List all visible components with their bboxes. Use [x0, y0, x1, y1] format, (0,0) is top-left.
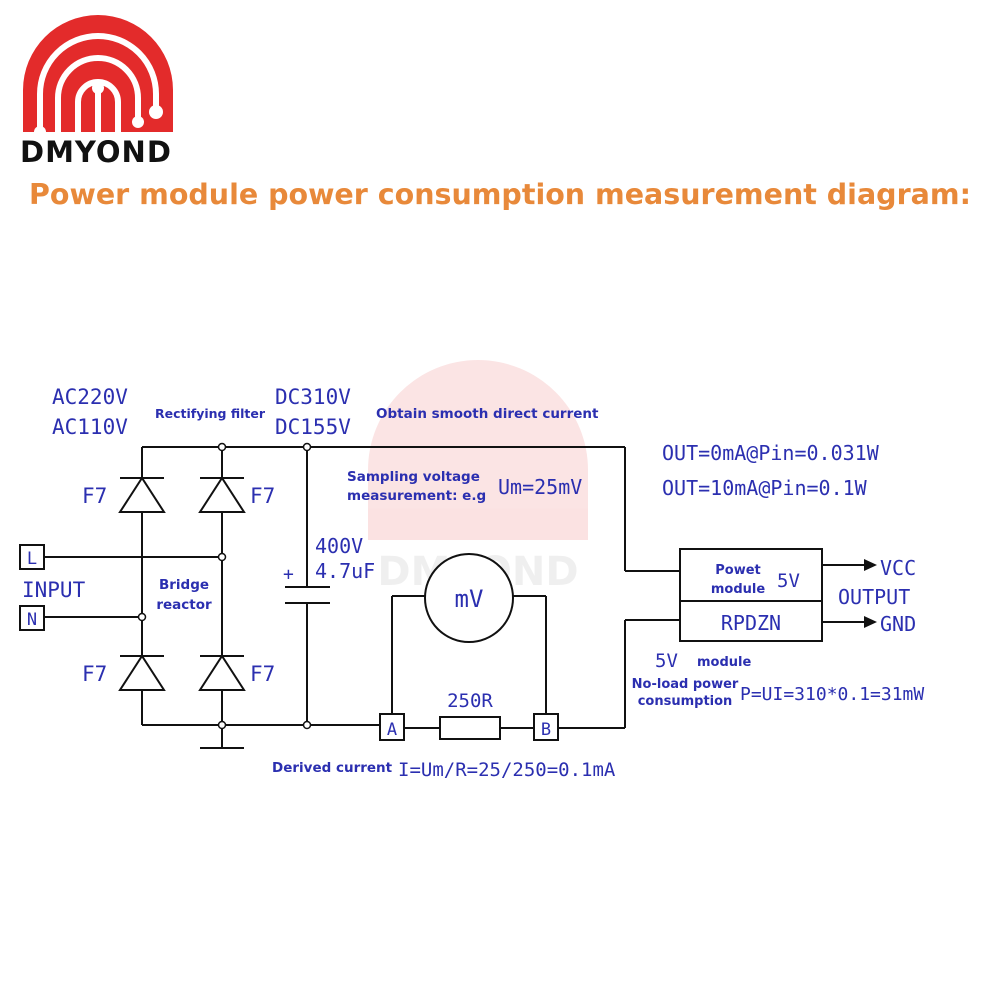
module-title-1: Powet: [715, 563, 761, 578]
capacitor-voltage-label: 400V: [315, 534, 363, 558]
fuse-label-br: F7: [250, 662, 275, 686]
junction-dots: [137, 442, 312, 730]
dc310-label: DC310V: [275, 385, 351, 409]
diode-top-right: [198, 476, 246, 513]
output-arrows: [864, 559, 877, 628]
smooth-dc-label: Obtain smooth direct current: [376, 406, 599, 422]
diode-bottom-left: [118, 654, 166, 691]
resistor-label: 250R: [447, 690, 493, 712]
um-label: Um=25mV: [498, 475, 582, 499]
terminal-n-box: [19, 605, 45, 631]
module-part-label: RPDZN: [721, 611, 781, 635]
point-b-label: B: [541, 720, 551, 740]
bridge-diodes: [118, 476, 246, 691]
diagram-labels: AC220V AC110V DC310V DC155V OUT=0mA@Pin=…: [22, 385, 924, 781]
dc155-label: DC155V: [275, 415, 351, 439]
out-10ma-label: OUT=10mA@Pin=0.1W: [662, 476, 868, 500]
brand-logo: [18, 12, 178, 172]
module-voltage-label: 5V: [777, 570, 800, 592]
module-title-2: module: [711, 582, 765, 597]
circuit-arch-icon: [23, 15, 173, 138]
output-label: OUTPUT: [838, 585, 910, 609]
module-5v-text: module: [697, 655, 751, 670]
gnd-label: GND: [880, 612, 916, 636]
resistor-250r: [439, 716, 501, 740]
bridge-label-1: Bridge: [159, 577, 209, 593]
point-b-box: [533, 713, 559, 741]
rectifying-filter-label: Rectifying filter: [155, 406, 266, 421]
power-module-box: [679, 548, 823, 642]
fuse-label-bl: F7: [82, 662, 107, 686]
terminals: [19, 544, 559, 741]
bridge-label-2: reactor: [156, 597, 212, 613]
power-equation-label: P=UI=310*0.1=31mW: [740, 684, 924, 705]
capacitor-plus-label: +: [283, 564, 294, 585]
input-label: INPUT: [22, 578, 86, 602]
sampling-label-2: measurement: e.g: [347, 488, 486, 504]
noload-label-1: No-load power: [632, 677, 739, 692]
diode-top-left: [118, 476, 166, 513]
diode-bottom-right: [198, 654, 246, 691]
meter-label: mV: [455, 585, 484, 613]
fuse-label-tr: F7: [250, 484, 275, 508]
vcc-label: VCC: [880, 556, 916, 580]
millivolt-meter: [424, 553, 514, 643]
module-5v-label: 5V: [655, 650, 678, 672]
terminal-l-box: [19, 544, 45, 570]
capacitor-value-label: 4.7uF: [315, 559, 375, 583]
fuse-label-tl: F7: [82, 484, 107, 508]
page-title: Power module power consumption measureme…: [29, 178, 971, 211]
annotation-labels: Rectifying filter Obtain smooth direct c…: [155, 406, 765, 776]
terminal-n-label: N: [27, 610, 37, 630]
ac220-label: AC220V: [52, 385, 128, 409]
terminal-l-label: L: [27, 549, 37, 569]
brand-name: DMYOND: [20, 135, 172, 169]
derived-current-label: Derived current: [272, 760, 393, 776]
point-a-label: A: [387, 720, 397, 740]
ac110-label: AC110V: [52, 415, 128, 439]
noload-label-2: consumption: [638, 694, 733, 709]
sampling-label-1: Sampling voltage: [347, 469, 480, 485]
out-0ma-label: OUT=0mA@Pin=0.031W: [662, 441, 880, 465]
point-a-box: [379, 713, 405, 741]
current-equation-label: I=Um/R=25/250=0.1mA: [398, 759, 616, 781]
